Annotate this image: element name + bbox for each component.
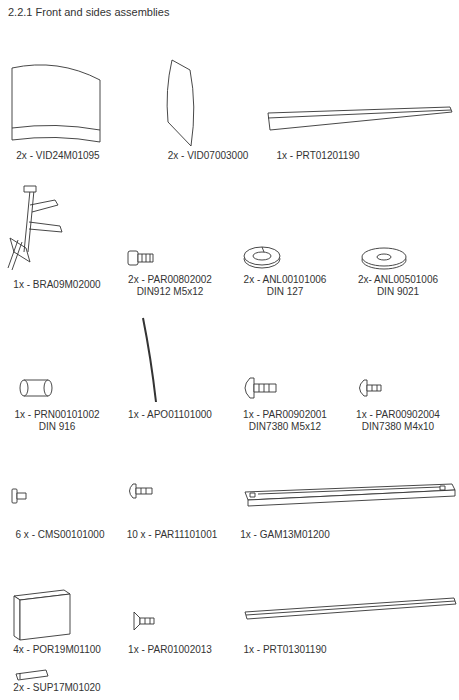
part-label: 2x - SUP17M01020	[13, 682, 100, 694]
part-label: 1x - PRN00101002	[14, 409, 99, 421]
bracket-stroke	[12, 242, 22, 270]
door-panel	[14, 590, 70, 640]
flat-washer-stroke	[362, 248, 406, 266]
profile-bar-stroke	[268, 107, 452, 130]
bracket-stroke	[24, 186, 36, 192]
button-screw-stroke	[264, 384, 265, 392]
screw	[130, 484, 153, 498]
part-label: DIN7380 M4x10	[362, 421, 434, 433]
rail-profile-stroke	[248, 490, 455, 506]
countersunk-screw-stroke	[134, 612, 140, 630]
bracket-stroke	[29, 222, 62, 232]
part-label: 1x - PRT01201190	[276, 150, 359, 162]
screw-stroke	[146, 488, 147, 494]
rail-profile-stroke	[250, 493, 255, 497]
part-label: 2x - PAR00802002	[128, 274, 212, 286]
part-label: DIN 916	[39, 421, 76, 433]
side-glass-panel-stroke	[167, 60, 194, 146]
rod-stroke	[143, 318, 156, 402]
flat-washer	[362, 248, 406, 269]
rod	[143, 318, 156, 402]
profile-bar	[268, 107, 452, 130]
part-label: 2x - VID07003000	[168, 150, 249, 162]
curved-glass-panel-stroke	[12, 65, 100, 142]
curved-glass-panel	[12, 65, 100, 142]
countersunk-screw	[134, 612, 154, 630]
part-label: 1x - PRT01301190	[243, 644, 326, 656]
curved-glass-panel-stroke	[12, 125, 100, 130]
socket-screw-stroke	[138, 254, 153, 262]
button-screw	[245, 378, 276, 398]
spring-washer-stroke	[262, 247, 264, 252]
spring-washer-stroke	[244, 247, 280, 265]
small-screw	[12, 489, 26, 503]
section-title: 2.2.1 Front and sides assemblies	[8, 6, 169, 19]
screw-stroke	[141, 488, 142, 494]
door-panel-stroke	[14, 596, 20, 640]
countersunk-screw-stroke	[140, 618, 154, 624]
support-clip-stroke	[16, 670, 48, 680]
button-screw-small-stroke	[372, 385, 373, 391]
countersunk-screw-stroke	[150, 618, 151, 624]
button-screw-stroke	[254, 384, 276, 392]
part-label: 2x- ANL00501006	[358, 274, 438, 286]
side-glass-panel	[167, 60, 194, 146]
small-screw-stroke	[17, 493, 26, 499]
button-screw-small	[360, 380, 382, 396]
countersunk-screw-stroke	[145, 618, 146, 624]
flat-washer-stroke	[377, 254, 391, 260]
profile-bar-stroke	[268, 110, 451, 118]
part-label: 1x - APO01101000	[128, 409, 212, 421]
bracket-stroke	[30, 200, 58, 212]
rail-profile	[245, 484, 455, 506]
rail-profile-stroke	[258, 487, 440, 494]
set-screw-pin	[20, 380, 52, 396]
set-screw-pin-stroke	[44, 380, 52, 396]
part-label: 2x - ANL00101006	[244, 274, 327, 286]
part-label: DIN7380 M5x12	[249, 421, 321, 433]
screw-stroke	[130, 484, 137, 498]
small-screw-stroke	[12, 489, 17, 503]
screw-stroke	[136, 488, 152, 494]
profile-strip	[245, 598, 456, 619]
support-clip-stroke	[20, 673, 21, 679]
button-screw-small-stroke	[377, 385, 378, 391]
bracket-stroke	[8, 240, 18, 268]
button-screw-small-stroke	[367, 385, 381, 391]
part-label: 1x - PAR00902001	[243, 409, 327, 421]
socket-screw-stroke	[150, 254, 151, 262]
bracket-stroke	[28, 190, 34, 252]
part-label: 4x - POR19M01100	[13, 644, 101, 656]
part-label: DIN 127	[267, 286, 304, 298]
spring-washer-stroke	[253, 252, 271, 260]
rail-profile-stroke	[440, 486, 445, 490]
part-label: 1x - GAM13M01200	[240, 529, 330, 541]
button-screw-small-stroke	[360, 380, 368, 396]
bracket	[8, 186, 62, 270]
spring-washer	[244, 247, 280, 268]
button-screw-stroke	[259, 384, 260, 392]
bracket-stroke	[10, 238, 30, 262]
part-label: DIN 9021	[377, 286, 419, 298]
part-label: 1x - PAR00902004	[356, 409, 440, 421]
part-label: 6 x - CMS00101000	[16, 529, 105, 541]
part-label: 1x - BRA09M02000	[13, 279, 100, 291]
set-screw-pin-stroke	[20, 380, 28, 396]
part-label: 1x - PAR01002013	[128, 644, 212, 656]
support-clip	[16, 670, 48, 680]
socket-screw-stroke	[142, 254, 143, 262]
button-screw-stroke	[269, 384, 270, 392]
socket-screw-stroke	[146, 254, 147, 262]
socket-screw-stroke	[128, 251, 138, 265]
part-label: 2x - VID24M01095	[16, 150, 99, 162]
part-label: DIN912 M5x12	[137, 286, 204, 298]
profile-strip-stroke	[246, 601, 455, 615]
part-label: 10 x - PAR11101001	[127, 529, 218, 541]
socket-screw	[128, 251, 153, 265]
profile-strip-stroke	[245, 598, 456, 619]
door-panel-stroke	[20, 594, 70, 640]
button-screw-stroke	[245, 378, 254, 398]
